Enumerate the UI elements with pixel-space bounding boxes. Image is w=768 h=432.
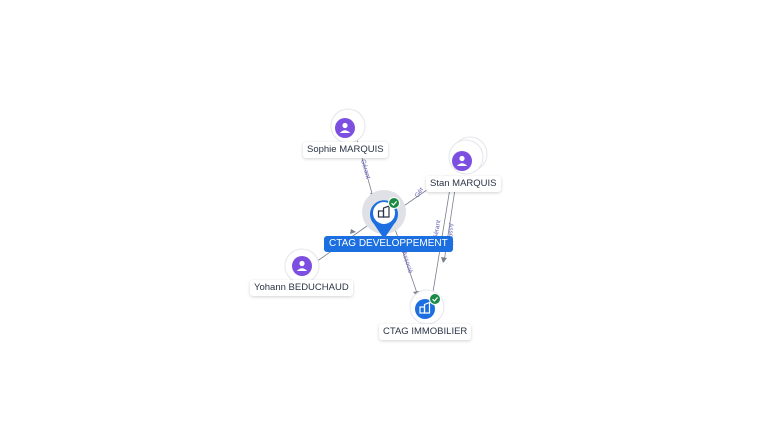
person-node-sophie-marquis[interactable] bbox=[330, 108, 366, 144]
edge-label-stan-ctag-immo-associe: Associé bbox=[447, 223, 454, 246]
company-label-ctag-developpement[interactable]: CTAG DEVELOPPEMENT bbox=[324, 236, 453, 252]
verified-badge-icon bbox=[429, 293, 441, 305]
edge-label-stan-ctag-immo-gerant: Gérant bbox=[432, 219, 442, 240]
arrow-yohann-ctag-dev bbox=[350, 229, 356, 234]
person-icon bbox=[339, 122, 351, 133]
company-label-ctag-immobilier[interactable]: CTAG IMMOBILIER bbox=[379, 324, 472, 340]
edge-label-ctag-dev-ctag-immo: Associé bbox=[400, 250, 414, 274]
building-icon bbox=[419, 301, 431, 314]
edge-label-sophie-ctag-dev: Gérant bbox=[359, 159, 371, 180]
person-label-yohann-beduchaud[interactable]: Yohann BEDUCHAUD bbox=[250, 280, 353, 296]
company-node-ctag-immobilier[interactable] bbox=[409, 289, 445, 325]
verified-badge-icon bbox=[388, 197, 400, 209]
person-label-sophie-marquis[interactable]: Sophie MARQUIS bbox=[303, 142, 388, 158]
person-node-yohann-beduchaud[interactable] bbox=[284, 248, 320, 284]
person-icon bbox=[296, 260, 308, 271]
edge-stan-ctag-immo-gerant bbox=[432, 175, 453, 293]
person-node-stan-marquis[interactable] bbox=[448, 136, 488, 175]
arrow-stan-ctag-immo bbox=[441, 257, 447, 263]
person-icon bbox=[456, 155, 468, 166]
company-node-ctag-developpement[interactable] bbox=[362, 190, 406, 239]
person-label-stan-marquis[interactable]: Stan MARQUIS bbox=[426, 176, 501, 192]
